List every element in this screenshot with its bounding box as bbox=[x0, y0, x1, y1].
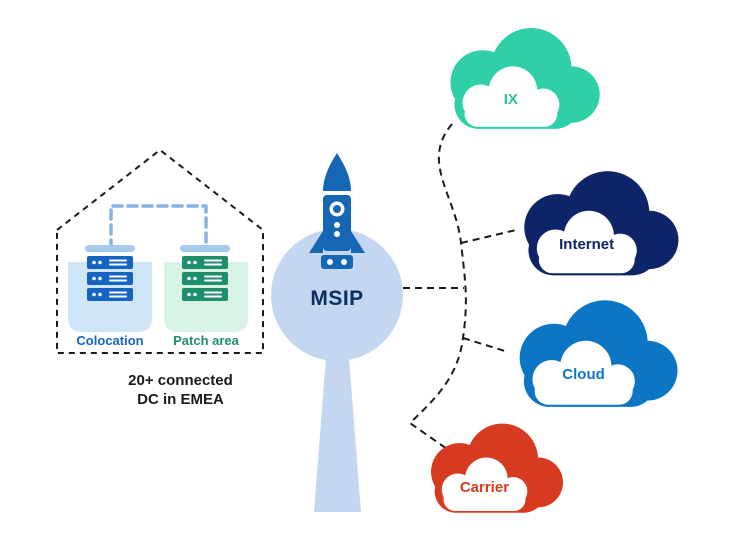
patch-area-label: Patch area bbox=[173, 333, 239, 348]
hub-label: MSIP bbox=[310, 287, 364, 310]
cloud-internet: Internet bbox=[503, 167, 681, 292]
patch-server-icon bbox=[182, 256, 228, 301]
cloud-label-ix: IX bbox=[503, 90, 518, 108]
server-link-bridge bbox=[109, 204, 208, 251]
cloud-label-carrier: Carrier bbox=[459, 478, 510, 496]
cloud-ix: IX bbox=[430, 24, 602, 145]
ix-cloud-icon bbox=[450, 28, 600, 129]
tower-spire-icon bbox=[314, 345, 361, 512]
cloud-carrier: Carrier bbox=[413, 420, 565, 527]
facility-caption-line2: DC in EMEA bbox=[137, 391, 224, 408]
colocation-rack-cap bbox=[85, 245, 135, 252]
house-outline bbox=[56, 148, 264, 354]
hub-circle bbox=[271, 229, 403, 361]
facility-caption: 20+ connected DC in EMEA bbox=[78, 371, 283, 409]
patch-rack-cap bbox=[180, 245, 230, 252]
cloud-label-cloud: Cloud bbox=[562, 366, 605, 384]
colocation-server-icon bbox=[87, 256, 133, 301]
internet-cloud-icon bbox=[524, 171, 679, 276]
rocket-icon bbox=[309, 153, 365, 269]
cloud-cloud-icon bbox=[519, 300, 678, 407]
cloud-cloud: Cloud bbox=[498, 296, 680, 424]
carrier-cloud-icon bbox=[431, 423, 564, 513]
cloud-label-internet: Internet bbox=[559, 235, 615, 253]
colocation-label: Colocation bbox=[76, 333, 144, 348]
facility-caption-line1: 20+ connected bbox=[128, 372, 233, 389]
connector-lines bbox=[403, 123, 517, 450]
